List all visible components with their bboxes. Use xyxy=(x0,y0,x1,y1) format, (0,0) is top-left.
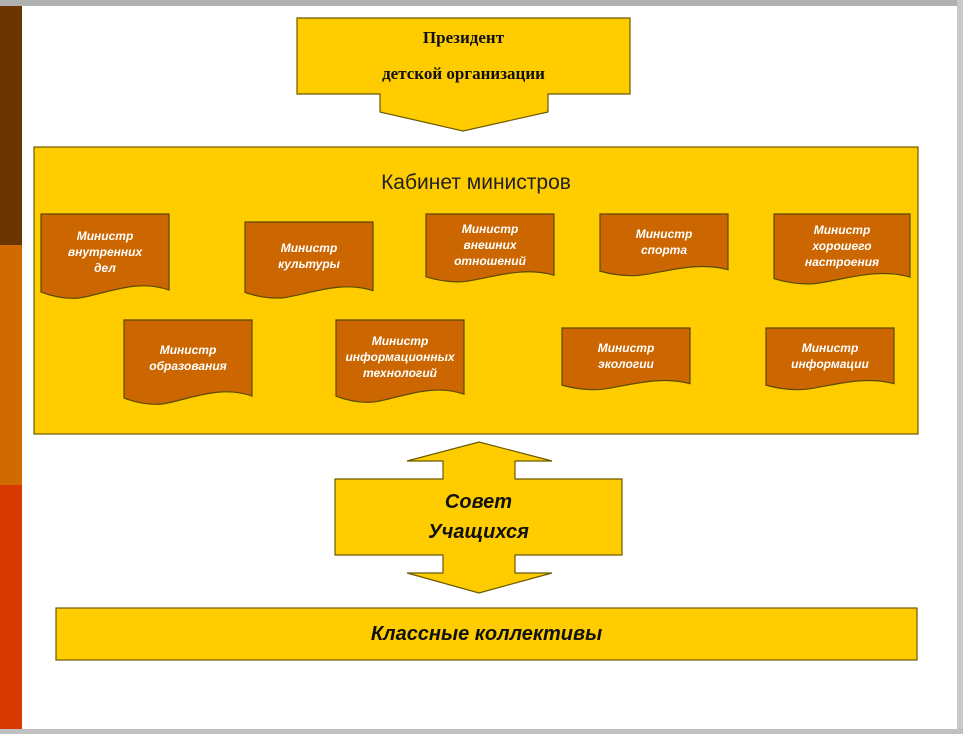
classes-label: Классные коллективы xyxy=(370,622,603,645)
minister-document-5[interactable] xyxy=(773,213,911,285)
minister-document-4[interactable] xyxy=(599,213,729,277)
minister-label-1: Министр внутренних дел xyxy=(67,229,143,276)
window-bottom-border xyxy=(0,729,963,734)
minister-document-2[interactable] xyxy=(244,221,374,299)
minister-document-8[interactable] xyxy=(561,327,691,391)
minister-label-3: Министр внешних отношений xyxy=(454,221,526,268)
cabinet-title: Кабинет министров xyxy=(381,171,571,194)
minister-document-1[interactable] xyxy=(40,213,170,299)
minister-label-4: Министр спорта xyxy=(635,226,693,257)
council-label: Совет Учащихся xyxy=(428,491,529,543)
minister-document-9[interactable] xyxy=(765,327,895,391)
president-label: Президент детской организации xyxy=(382,28,545,83)
minister-document-7[interactable] xyxy=(335,319,465,403)
sidebar-band-orange xyxy=(0,245,22,485)
president-callout[interactable] xyxy=(296,17,631,132)
minister-label-9: Министр информации xyxy=(791,340,869,371)
minister-label-8: Министр экологии xyxy=(597,340,655,371)
classes-bar[interactable] xyxy=(55,607,918,661)
minister-label-7: Министр информационных технологий xyxy=(345,334,455,381)
minister-label-2: Министр культуры xyxy=(278,241,340,272)
sidebar-band-red xyxy=(0,485,22,734)
window-right-border xyxy=(957,0,963,734)
minister-label-5: Министр хорошего настроения xyxy=(804,222,880,269)
minister-label-6: Министр образования xyxy=(149,343,227,374)
window-top-border xyxy=(0,0,963,6)
minister-document-3[interactable] xyxy=(425,213,555,283)
council-callout[interactable] xyxy=(334,441,623,594)
minister-document-6[interactable] xyxy=(123,319,253,405)
sidebar-band-dark xyxy=(0,0,22,245)
